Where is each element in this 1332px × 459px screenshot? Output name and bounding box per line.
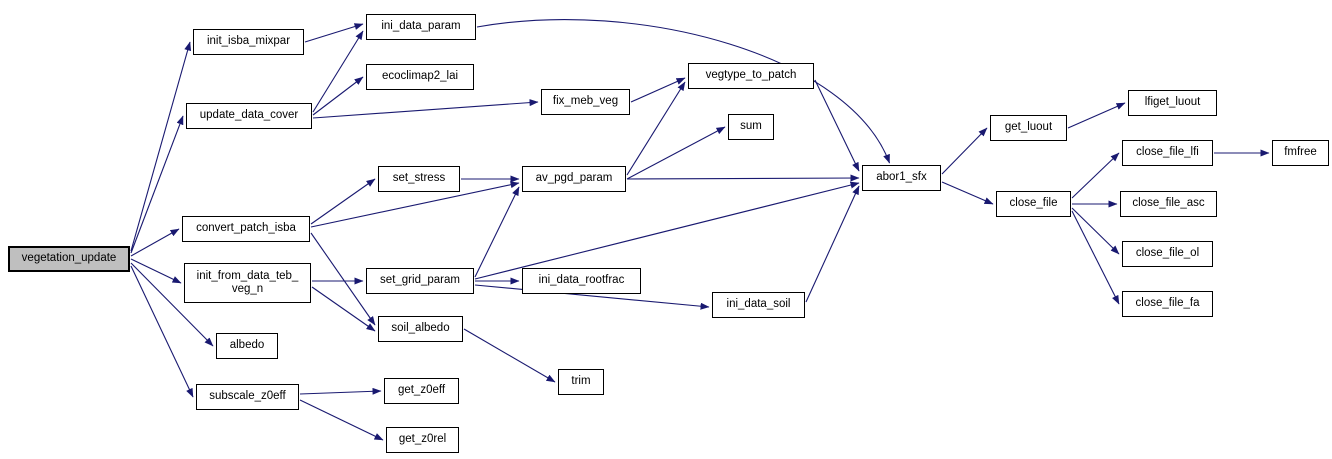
node-ini_data_rootfrac[interactable]: ini_data_rootfrac [522,268,641,294]
edge-close_file-to-close_file_lfi [1071,152,1120,199]
edge-abor1_sfx-to-close_file [941,181,994,205]
edge-soil_albedo-to-trim [463,328,556,383]
node-close_file_ol[interactable]: close_file_ol [1122,241,1213,267]
edge-ini_data_soil-to-abor1_sfx [805,185,860,303]
node-convert_patch_isba[interactable]: convert_patch_isba [182,216,310,242]
node-vegtype_to_patch[interactable]: vegtype_to_patch [688,63,814,89]
node-set_grid_param[interactable]: set_grid_param [366,268,474,294]
node-init_isba_mixpar[interactable]: init_isba_mixpar [193,29,304,55]
node-close_file_asc[interactable]: close_file_asc [1120,191,1217,217]
edge-update_data_cover-to-ini_data_param [312,30,364,113]
node-lfiget_luout[interactable]: lfiget_luout [1128,90,1217,116]
edge-fix_meb_veg-to-vegtype_to_patch [630,77,686,103]
edge-vegetation_update-to-init_from_data_teb_veg_n [130,258,182,284]
node-set_stress[interactable]: set_stress [378,166,460,192]
edge-init_isba_mixpar-to-ini_data_param [304,23,364,43]
node-init_from_data_teb_veg_n[interactable]: init_from_data_teb_ veg_n [184,263,311,303]
node-av_pgd_param[interactable]: av_pgd_param [522,166,626,192]
edge-vegetation_update-to-albedo [130,262,214,347]
node-trim[interactable]: trim [558,369,604,395]
node-fmfree[interactable]: fmfree [1272,140,1329,166]
edge-av_pgd_param-to-vegtype_to_patch [626,81,686,176]
edge-close_file-to-close_file_fa [1071,210,1120,305]
edge-convert_patch_isba-to-av_pgd_param [310,181,520,228]
edge-set_grid_param-to-abor1_sfx [474,181,860,280]
edge-close_file-to-close_file_ol [1071,207,1120,255]
node-subscale_z0eff[interactable]: subscale_z0eff [196,384,299,410]
edge-ini_data_param-to-abor1_sfx [476,19,891,164]
edge-abor1_sfx-to-get_luout [941,127,988,175]
node-ini_data_param[interactable]: ini_data_param [366,14,476,40]
node-close_file_fa[interactable]: close_file_fa [1122,291,1213,317]
node-update_data_cover[interactable]: update_data_cover [186,103,312,129]
edge-set_grid_param-to-av_pgd_param [474,186,520,278]
node-vegetation_update: vegetation_update [8,246,130,272]
edge-init_from_data_teb_veg_n-to-soil_albedo [311,286,376,332]
edge-vegetation_update-to-subscale_z0eff [130,265,194,398]
edge-set_grid_param-to-ini_data_soil [474,284,710,310]
node-get_z0eff[interactable]: get_z0eff [384,378,459,404]
node-soil_albedo[interactable]: soil_albedo [378,316,463,342]
node-ini_data_soil[interactable]: ini_data_soil [712,292,805,318]
node-abor1_sfx[interactable]: abor1_sfx [862,165,941,191]
edge-vegetation_update-to-init_isba_mixpar [130,41,192,252]
node-close_file[interactable]: close_file [996,191,1071,217]
node-ecoclimap2_lai[interactable]: ecoclimap2_lai [366,64,474,90]
edge-vegtype_to_patch-to-abor1_sfx [814,79,860,172]
edge-subscale_z0eff-to-get_z0rel [299,399,384,441]
node-albedo[interactable]: albedo [216,333,278,359]
node-get_z0rel[interactable]: get_z0rel [386,427,459,453]
edge-av_pgd_param-to-abor1_sfx [626,174,860,182]
edge-subscale_z0eff-to-get_z0eff [299,387,382,395]
edge-get_luout-to-lfiget_luout [1067,102,1126,129]
edge-update_data_cover-to-ecoclimap2_lai [312,76,364,116]
edge-av_pgd_param-to-sum [626,126,726,180]
edge-vegetation_update-to-convert_patch_isba [130,228,180,257]
edge-convert_patch_isba-to-set_stress [310,178,376,225]
edge-convert_patch_isba-to-soil_albedo [310,232,376,326]
node-sum[interactable]: sum [728,114,774,140]
node-close_file_lfi[interactable]: close_file_lfi [1122,140,1213,166]
edge-update_data_cover-to-fix_meb_veg [312,99,539,119]
node-get_luout[interactable]: get_luout [990,115,1067,141]
node-fix_meb_veg[interactable]: fix_meb_veg [541,89,630,115]
edge-vegetation_update-to-update_data_cover [130,115,184,254]
